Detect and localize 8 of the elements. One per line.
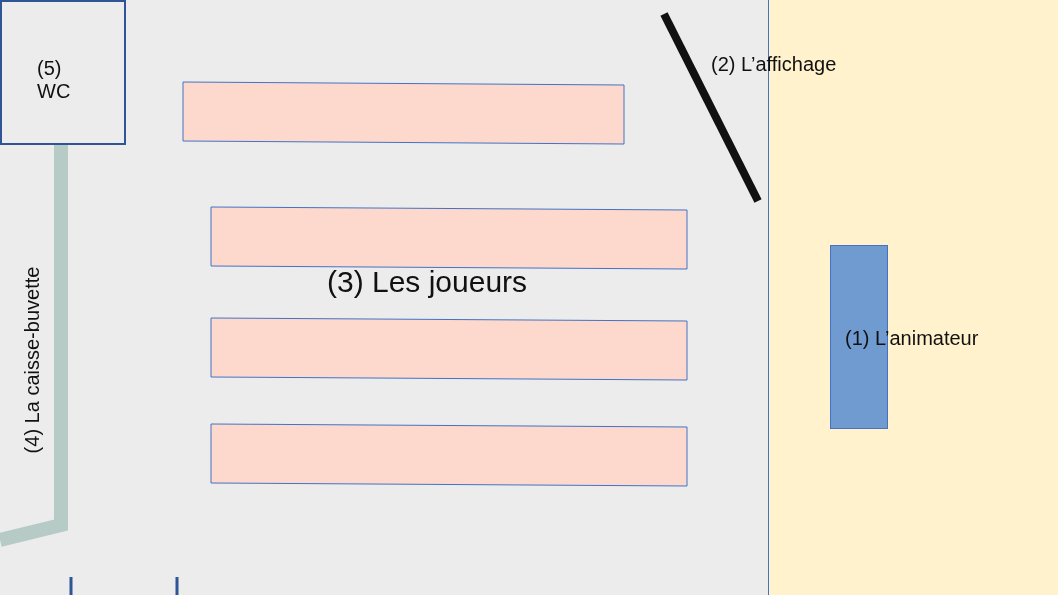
restroom-box <box>0 0 126 145</box>
restroom-label: (5) WC <box>37 57 72 103</box>
table <box>210 206 688 270</box>
cash-bar-label: (4) La caisse-buvette <box>20 266 44 454</box>
table <box>210 317 688 381</box>
table <box>210 423 688 487</box>
table <box>182 81 625 145</box>
players-label: (3) Les joueurs <box>327 265 528 300</box>
